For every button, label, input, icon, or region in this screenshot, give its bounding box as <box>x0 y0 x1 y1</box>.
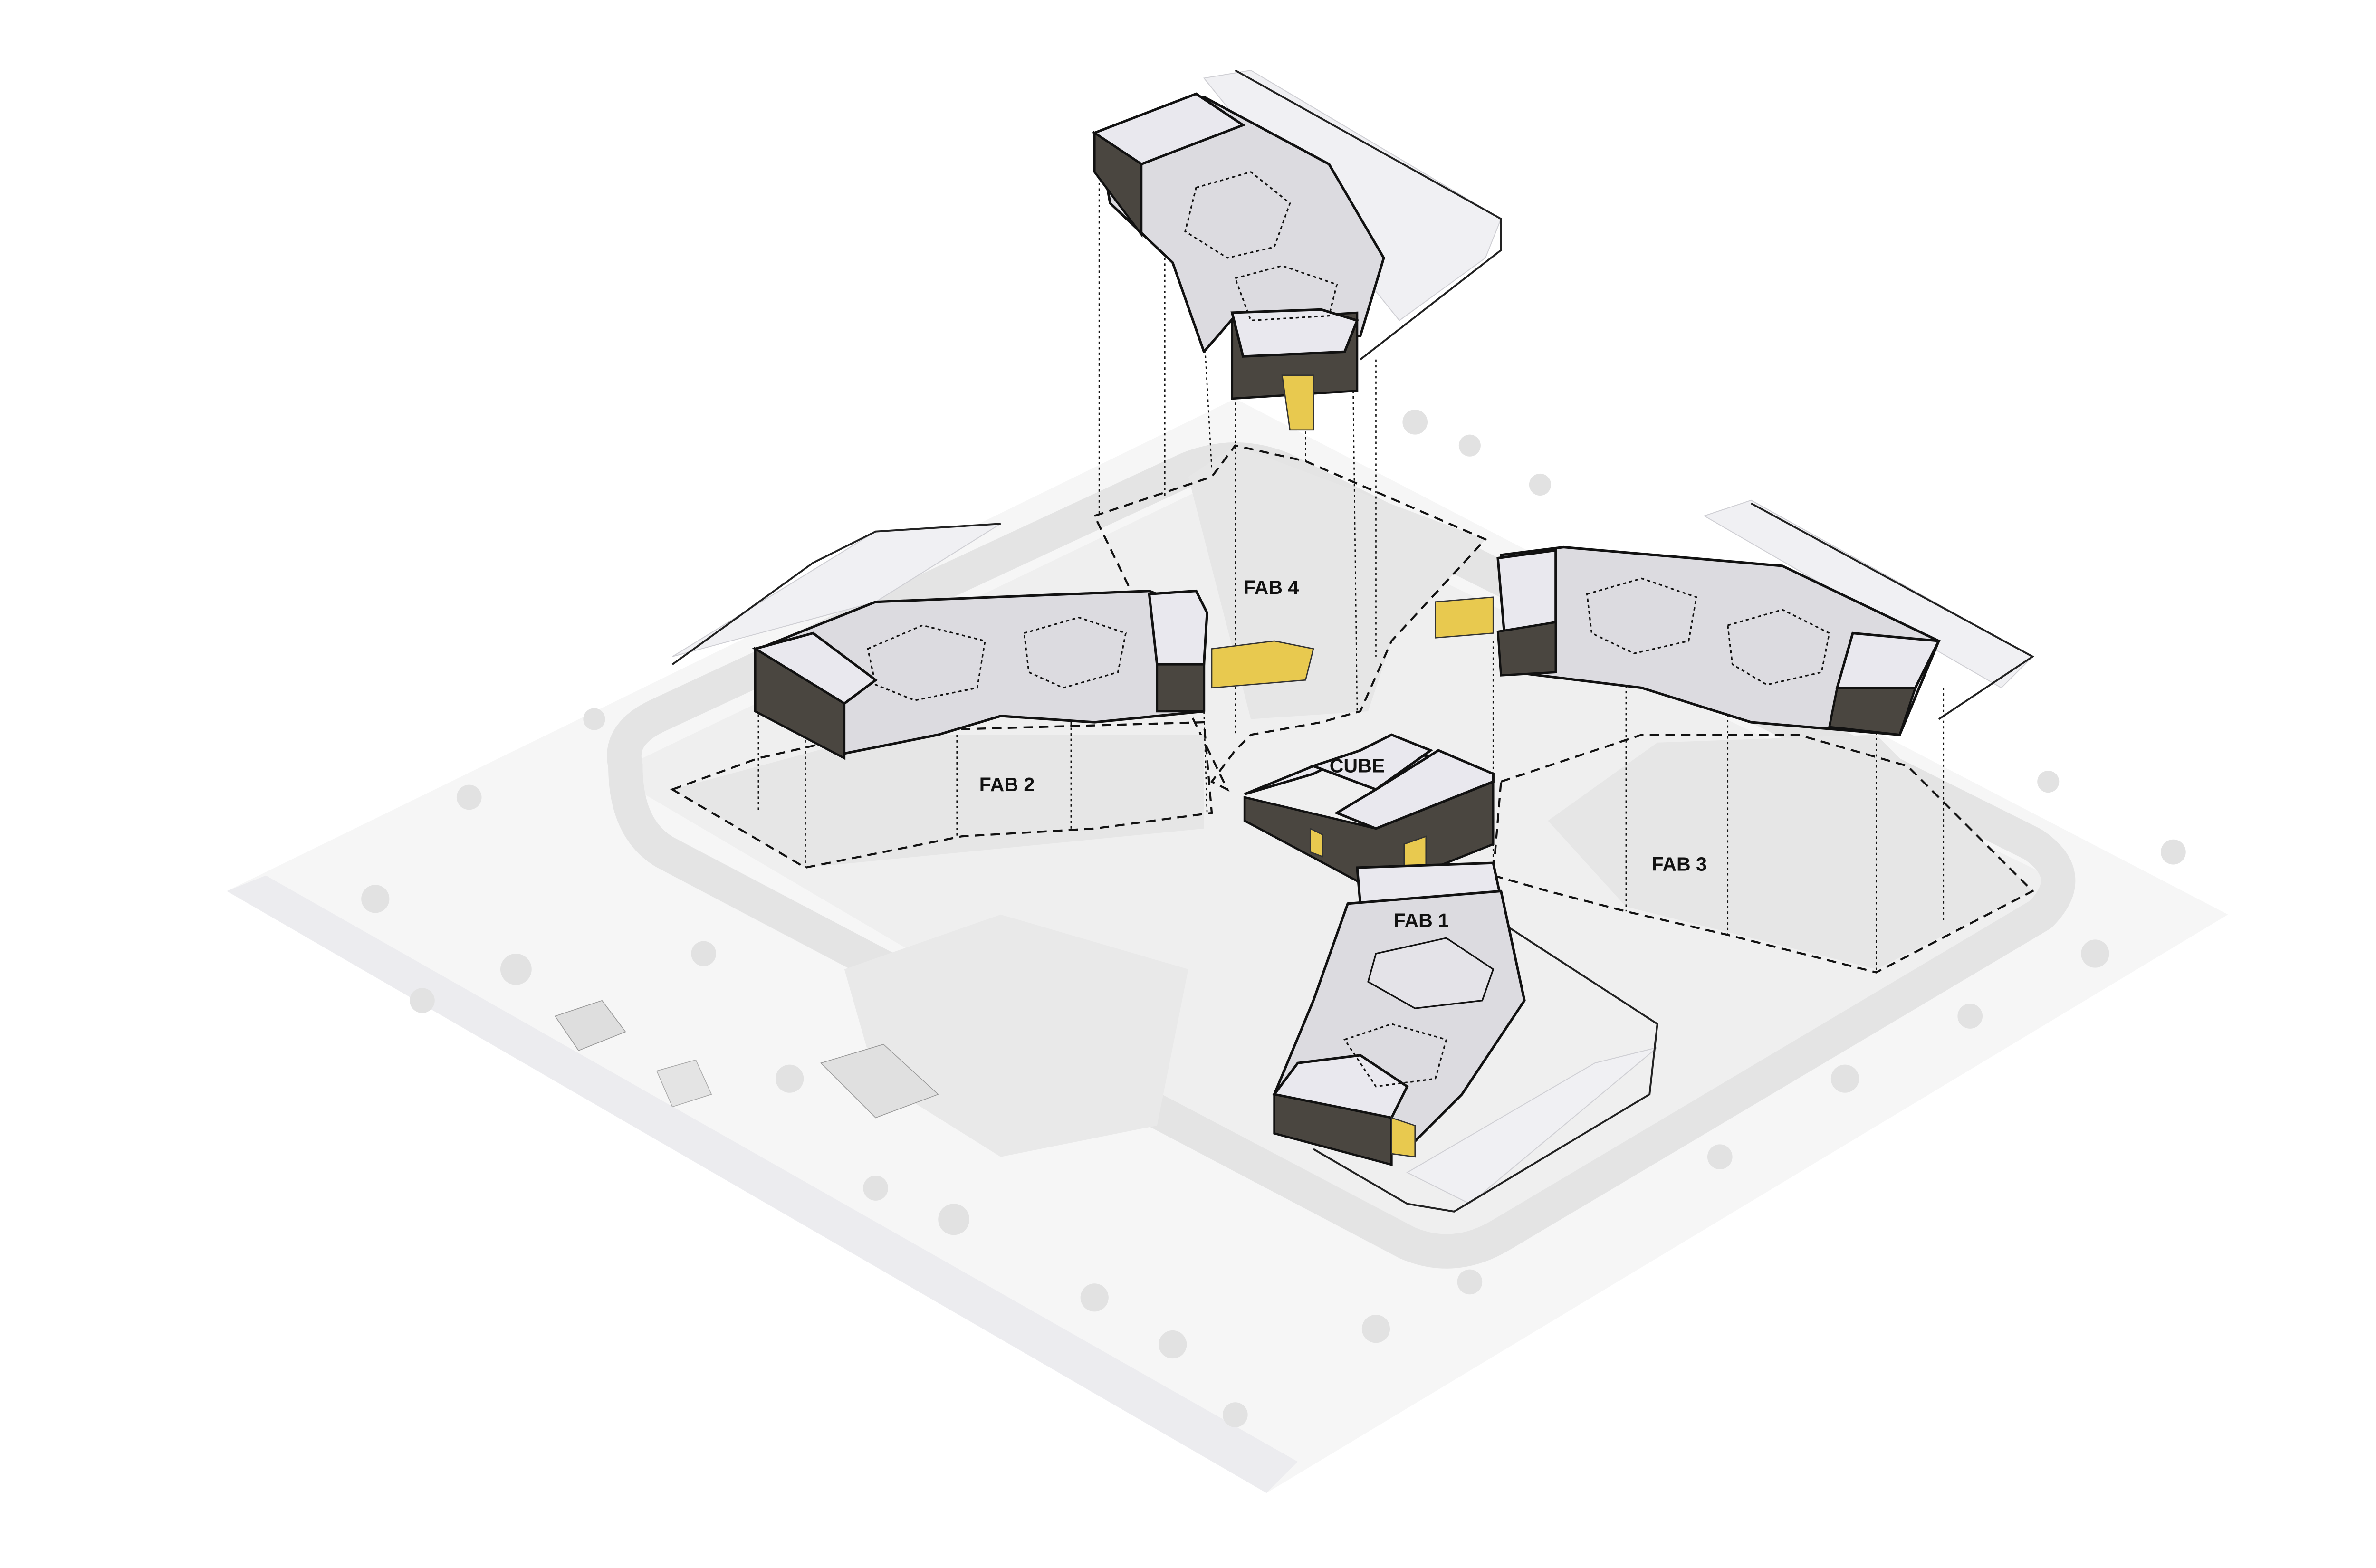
building-fab2 <box>752 589 1314 760</box>
trees <box>361 410 2186 1427</box>
walkway-fab4 <box>1235 69 1502 361</box>
parking-strip-fab2 <box>672 523 1001 657</box>
parking-strip-fab1 <box>1406 1047 1658 1205</box>
label-fab2: FAB 2 <box>979 774 1035 795</box>
outbuilding <box>656 1059 712 1108</box>
label-fab1: FAB 1 <box>1394 909 1449 931</box>
label-cube: CUBE <box>1330 755 1385 776</box>
building-fab4 <box>1092 92 1385 431</box>
footprint-shade-fab3 <box>1548 735 2033 969</box>
footprint-fab3 <box>1492 734 2034 974</box>
label-fab4: FAB 4 <box>1244 576 1299 598</box>
walkway-fab2 <box>671 523 1001 665</box>
outbuilding <box>554 1000 626 1051</box>
ring-road <box>607 442 2076 1269</box>
walkway-fab1 <box>1313 921 1658 1213</box>
building-fab3 <box>1435 545 1941 736</box>
walkway-fab3 <box>1751 502 2035 720</box>
site-road-edge <box>227 875 1298 1493</box>
footprint-fab4 <box>1093 444 1487 792</box>
projection-lines <box>757 172 1945 973</box>
building-fab1 <box>1272 861 1526 1166</box>
footprint-fab2 <box>670 721 1213 869</box>
outbuilding <box>820 1043 939 1119</box>
label-fab3: FAB 3 <box>1651 853 1707 875</box>
